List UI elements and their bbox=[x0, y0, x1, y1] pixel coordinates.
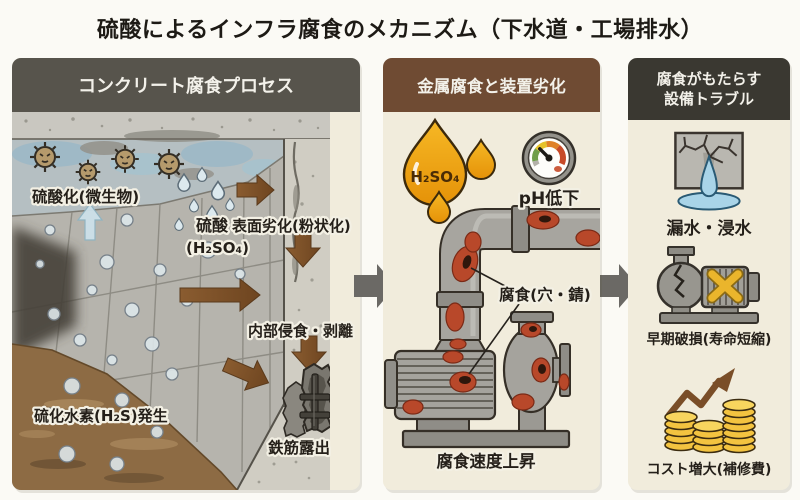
up-arrow-icon bbox=[76, 203, 104, 241]
label-sulfuric-acid: 硫酸 bbox=[196, 216, 229, 235]
middle-panel-header: 金属腐食と装置劣化 bbox=[383, 58, 600, 112]
right-panel-header-line1: 腐食がもたらす bbox=[656, 69, 762, 88]
corroded-pump-illustration: H₂SO₄ pH低下 腐食(穴・錆) 腐食速度上昇 bbox=[384, 117, 600, 473]
label-rebar-exposure: 鉄筋露出 bbox=[268, 438, 330, 457]
droplet-formula-label: H₂SO₄ bbox=[410, 168, 459, 186]
microbe-icons bbox=[30, 142, 184, 185]
right-panel-header: 腐食がもたらす 設備トラブル bbox=[628, 58, 790, 120]
ph-gauge-icon bbox=[521, 130, 577, 186]
callout-lines bbox=[468, 267, 520, 375]
rebar-icon bbox=[282, 362, 330, 438]
label-surface-degradation: 表面劣化(粉状化) bbox=[232, 217, 351, 235]
sewer-tunnel-illustration: 硫酸化(微生物) 硫酸 表面劣化(粉状化) (H₂SO₄) 内部侵食・剥離 鉄筋… bbox=[12, 112, 355, 490]
pump-icon bbox=[384, 311, 571, 449]
label-ph-drop: pH低下 bbox=[519, 188, 579, 209]
trouble-item-breakage: 早期破損(寿命短縮) bbox=[628, 239, 790, 361]
trouble-label-breakage: 早期破損(寿命短縮) bbox=[646, 332, 772, 348]
trouble-item-cost: コスト増大(補修費) bbox=[628, 361, 790, 488]
acid-droplet-icon: H₂SO₄ bbox=[402, 117, 497, 224]
rising-cost-icon bbox=[664, 368, 756, 454]
left-panel-header-label: コンクリート腐食プロセス bbox=[78, 76, 294, 97]
coin-stacks bbox=[664, 398, 756, 454]
process-arrows bbox=[179, 173, 328, 391]
metal-corrosion-panel: 金属腐食と装置劣化 bbox=[383, 58, 600, 490]
label-corrosion-rate: 腐食速度上昇 bbox=[437, 451, 537, 471]
label-h2s-generation: 硫化水素(H₂S)発生 bbox=[34, 407, 168, 425]
leaking-wall-icon bbox=[674, 131, 744, 211]
concrete-speckles bbox=[24, 117, 320, 132]
x-mark-icon bbox=[706, 268, 744, 304]
trouble-label-cost: コスト増大(補修費) bbox=[646, 462, 772, 478]
tunnel-scene bbox=[12, 112, 330, 490]
equipment-trouble-panel: 腐食がもたらす 設備トラブル 漏水・浸水 bbox=[628, 58, 790, 490]
label-acid-formula: (H₂SO₄) bbox=[186, 239, 249, 257]
broken-pump-icon bbox=[656, 246, 760, 324]
page-title: 硫酸によるインフラ腐食のメカニズム（下水道・工場排水） bbox=[96, 18, 704, 43]
trouble-label-leak: 漏水・浸水 bbox=[666, 219, 752, 239]
left-panel-header: コンクリート腐食プロセス bbox=[12, 58, 360, 112]
concrete-corrosion-panel: コンクリート腐食プロセス bbox=[12, 58, 360, 490]
right-panel-header-line2: 設備トラブル bbox=[663, 90, 754, 108]
trouble-item-leak: 漏水・浸水 bbox=[628, 120, 790, 239]
label-corrosion-holes-rust: 腐食(穴・錆) bbox=[499, 285, 591, 304]
middle-panel-header-label: 金属腐食と装置劣化 bbox=[417, 77, 566, 96]
flow-arrow-icon bbox=[596, 264, 638, 308]
gas-bubbles bbox=[35, 213, 246, 472]
label-sulfation-microbes: 硫酸化(微生物) bbox=[32, 187, 139, 206]
corrosion-holes bbox=[459, 215, 551, 384]
growth-arrow-icon bbox=[665, 368, 735, 419]
label-internal-erosion: 内部侵食・剥離 bbox=[248, 322, 353, 340]
